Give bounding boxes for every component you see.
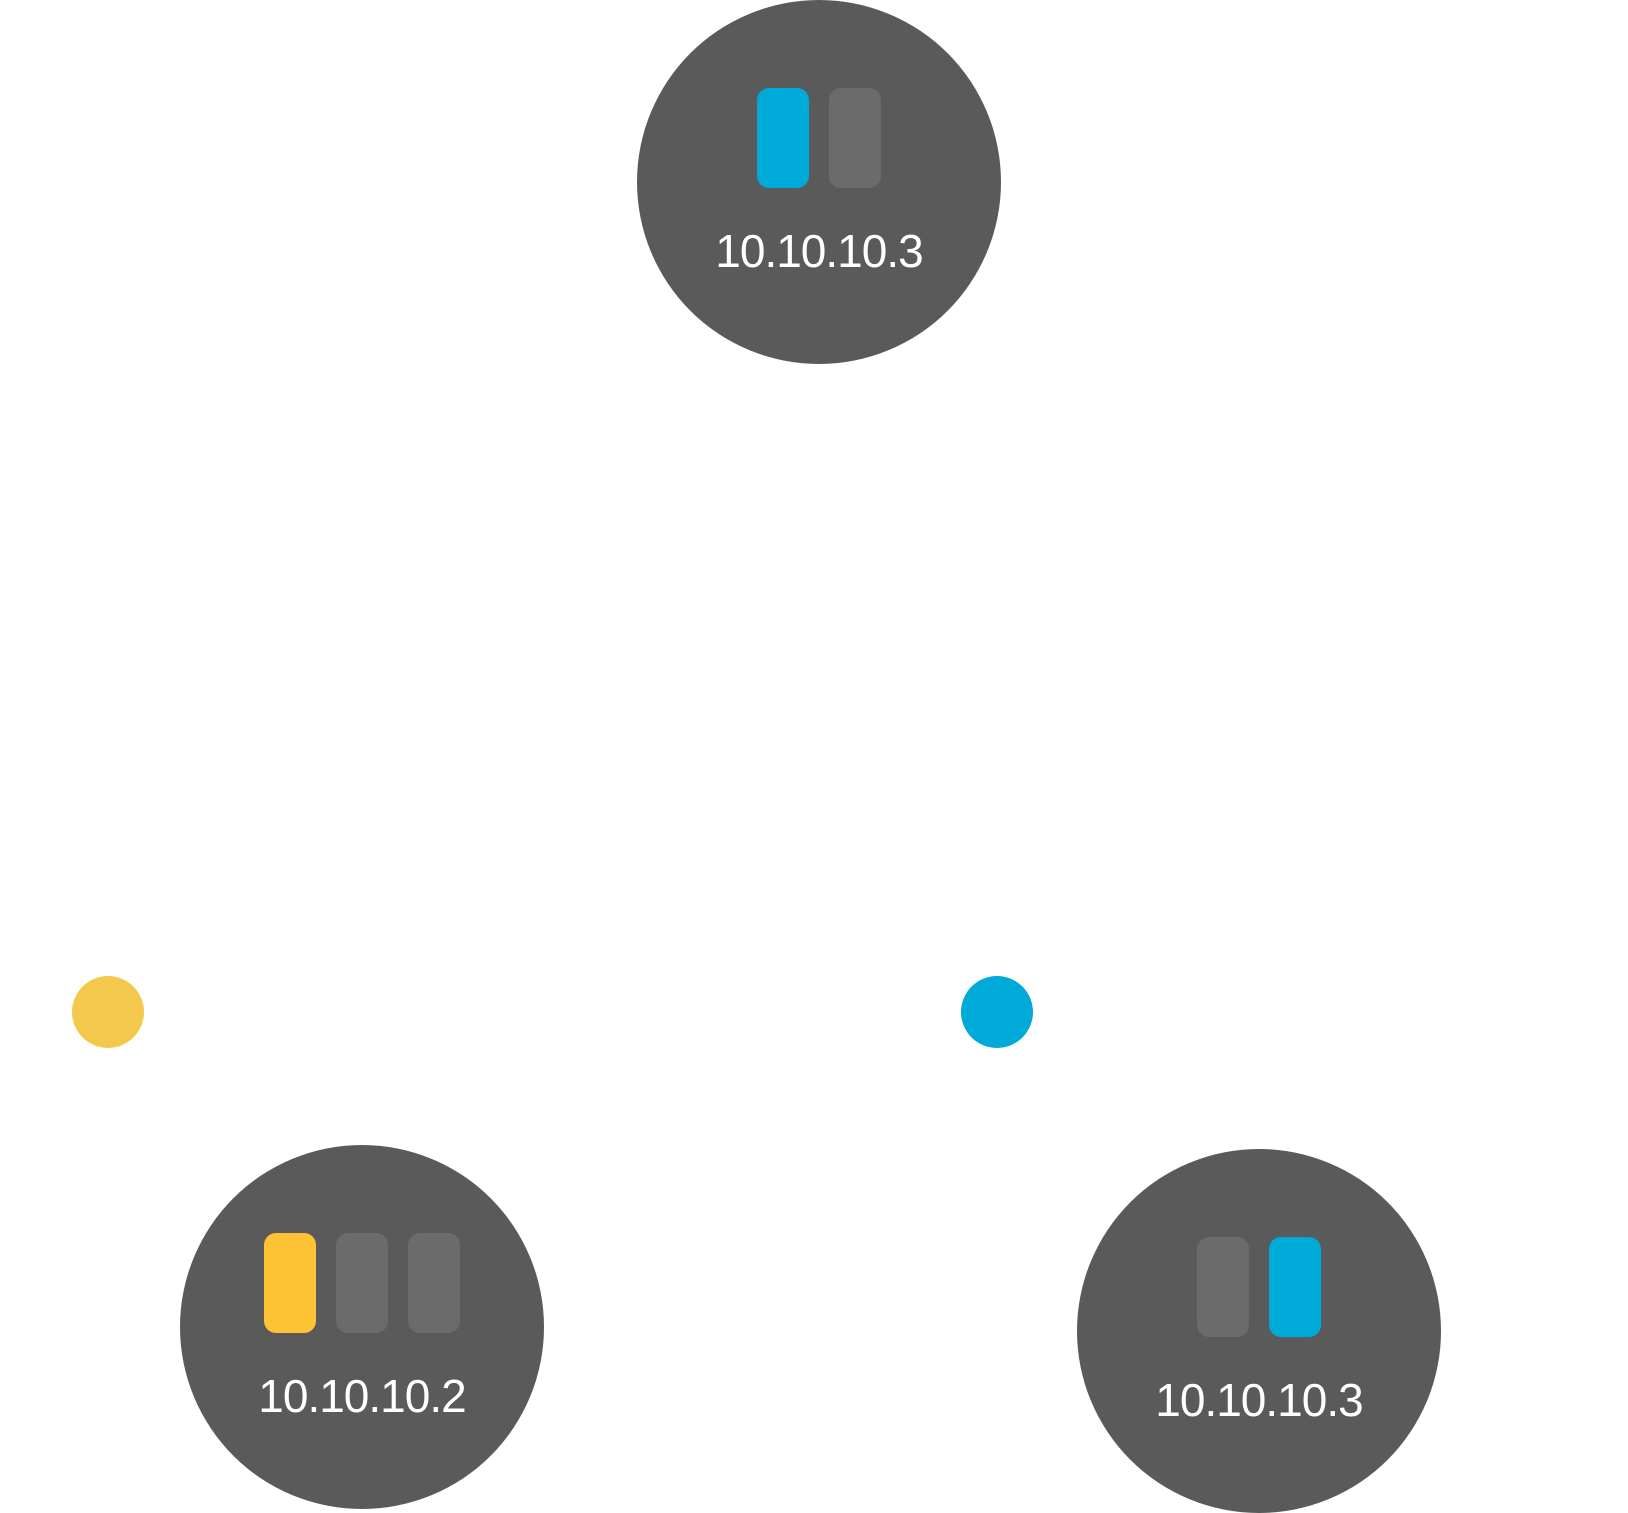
node-slots: [180, 1233, 544, 1333]
node-circle-bottom-left[interactable]: 10.10.10.2: [180, 1145, 544, 1509]
blue-status-dot: [961, 976, 1033, 1048]
slot-blue: [1269, 1237, 1321, 1337]
slot-yellow: [264, 1233, 316, 1333]
slot-inactive: [1197, 1237, 1249, 1337]
slot-inactive: [336, 1233, 388, 1333]
node-slots: [637, 88, 1001, 188]
slot-inactive: [408, 1233, 460, 1333]
slot-inactive: [829, 88, 881, 188]
node-circle-bottom-right[interactable]: 10.10.10.3: [1077, 1149, 1441, 1513]
node-ip-label: 10.10.10.3: [715, 225, 923, 277]
yellow-status-dot: [72, 976, 144, 1048]
node-slots: [1077, 1237, 1441, 1337]
node-ip-label: 10.10.10.2: [258, 1370, 466, 1422]
node-ip-label: 10.10.10.3: [1155, 1374, 1363, 1426]
node-circle-top[interactable]: 10.10.10.3: [637, 0, 1001, 364]
slot-blue: [757, 88, 809, 188]
